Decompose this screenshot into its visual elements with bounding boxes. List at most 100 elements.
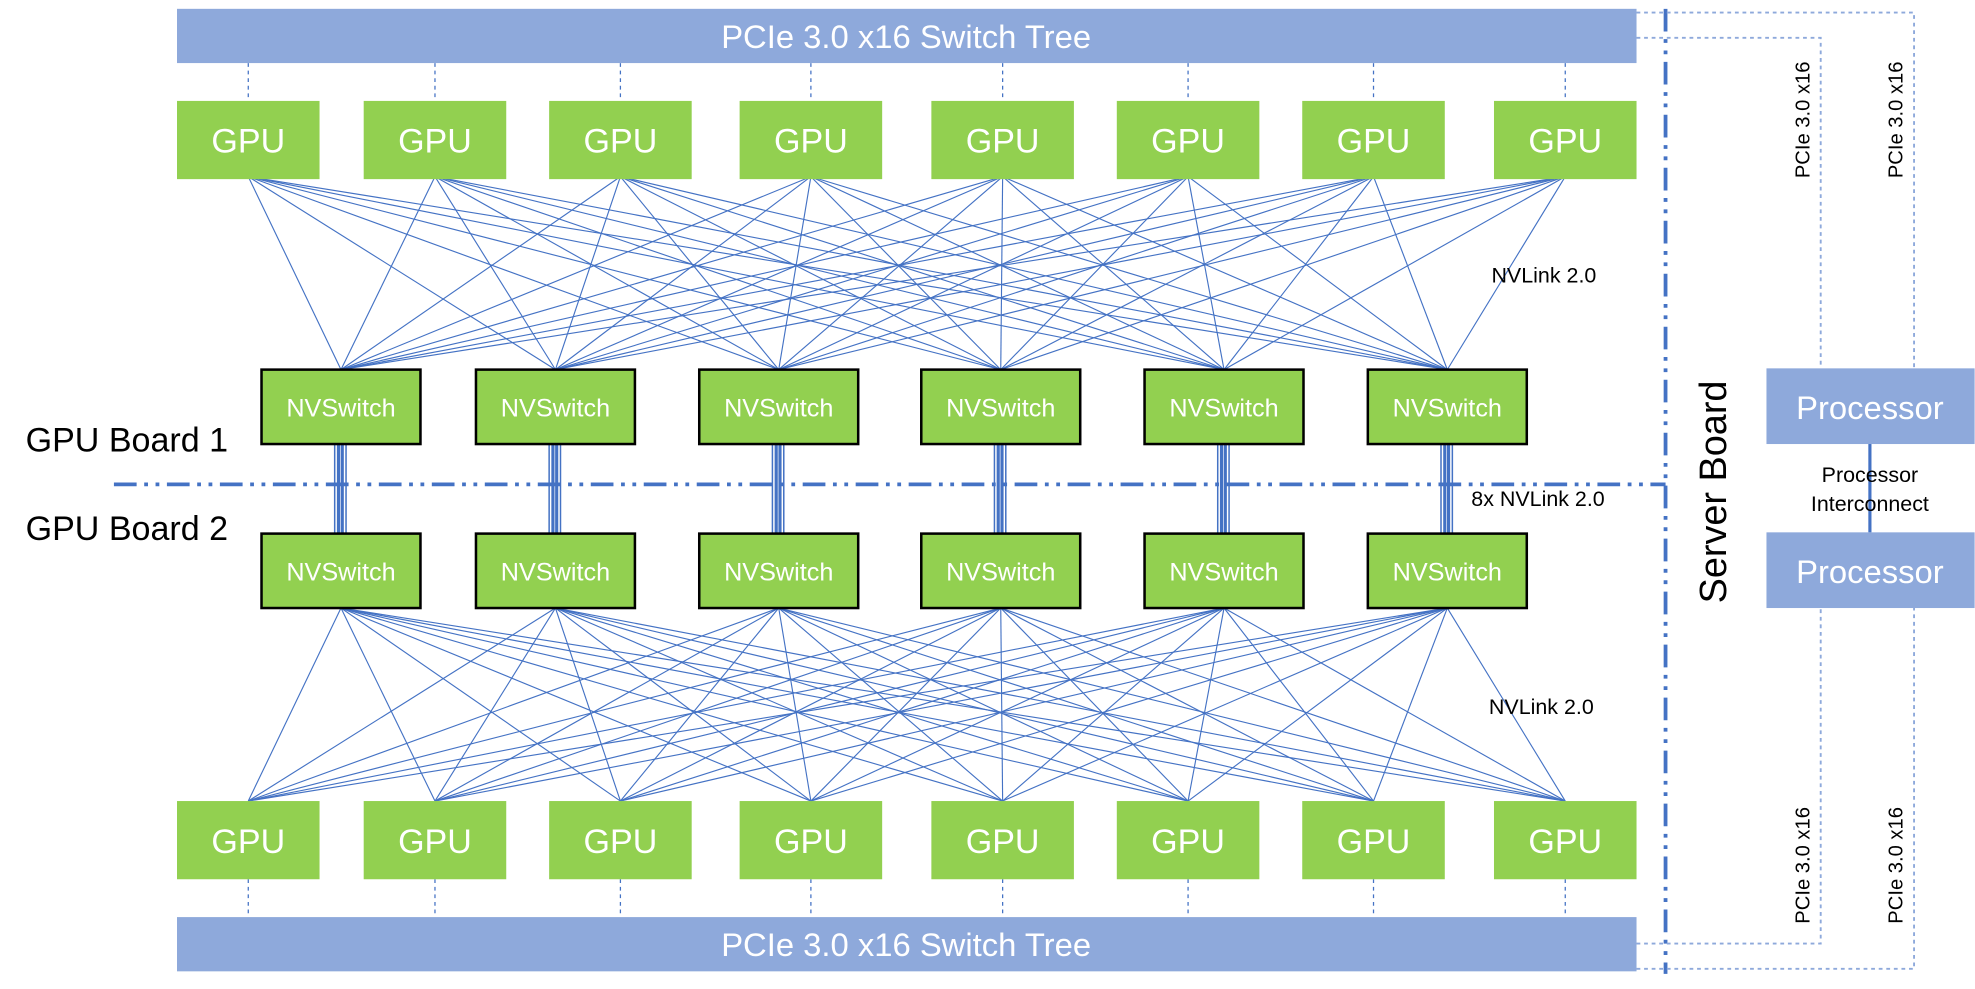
- board2-label: GPU Board 2: [26, 510, 229, 548]
- nvlink-line: [1000, 607, 1566, 802]
- gpu: GPU: [739, 801, 883, 880]
- nvlink-line: [620, 176, 1002, 371]
- pcie-link-label: PCIe 3.0 x16: [1886, 807, 1908, 924]
- gpu-label: GPU: [1151, 823, 1225, 861]
- processor-top: Processor: [1766, 368, 1975, 445]
- nvlink-line: [810, 176, 1448, 371]
- nvswitch: NVSwitch: [474, 532, 637, 610]
- switch-tree-top-label: PCIe 3.0 x16 Switch Tree: [721, 18, 1091, 55]
- nvlink-line: [778, 176, 1189, 371]
- gpu: GPU: [931, 100, 1074, 180]
- interconnect-label-line1: Processor: [1822, 463, 1919, 487]
- switch-tree-bottom-label: PCIe 3.0 x16 Switch Tree: [721, 926, 1091, 963]
- nvswitch-label: NVSwitch: [1393, 558, 1502, 586]
- nvlink-line: [248, 607, 1448, 802]
- gpu: GPU: [931, 801, 1074, 880]
- nvlink-line: [434, 607, 780, 802]
- processor-bottom-label: Processor: [1796, 553, 1944, 590]
- nvlink-line: [340, 176, 812, 371]
- gpu-label: GPU: [1337, 823, 1411, 861]
- nvlink-line: [340, 607, 1374, 802]
- gpu: GPU: [1116, 801, 1260, 880]
- nvlink-line: [434, 607, 1001, 802]
- nvlink-line: [555, 607, 1003, 802]
- nvlink-line: [620, 607, 1002, 802]
- nvlink-line: [340, 607, 1566, 802]
- nvlink-line: [555, 176, 1003, 371]
- gpu-label: GPU: [584, 823, 658, 861]
- nvlink-line: [1000, 176, 1374, 371]
- nvlink-line: [554, 607, 621, 802]
- nvlink-line: [1223, 176, 1566, 371]
- nvlink-line: [555, 176, 812, 371]
- nvlink-line: [434, 607, 556, 802]
- nvlink-line: [434, 176, 556, 370]
- nvlink-line: [340, 176, 621, 371]
- nvlink-line: [555, 176, 1566, 371]
- nvlink-line: [434, 176, 1001, 371]
- nvlink-line: [810, 176, 1225, 371]
- nvswitch-label: NVSwitch: [1393, 394, 1502, 422]
- nvlink-line: [248, 176, 1001, 371]
- processor-top-label: Processor: [1796, 389, 1944, 426]
- nvlink-line: [778, 607, 1004, 802]
- nvlink-line: [434, 176, 780, 371]
- nvlink-line: [1446, 176, 1566, 370]
- nvlink-line: [1223, 607, 1374, 802]
- nvlink-line: [1187, 176, 1225, 370]
- nvswitch: NVSwitch: [697, 532, 860, 610]
- gpu-label: GPU: [966, 123, 1040, 161]
- gpu-label: GPU: [211, 123, 285, 161]
- nvlink-line: [340, 176, 1374, 371]
- pcie-drop-lines: [247, 63, 1566, 918]
- nvswitch: NVSwitch: [920, 532, 1082, 610]
- nvswitch: NVSwitch: [260, 532, 422, 610]
- nvlink-line: [340, 176, 1566, 371]
- gpu-label: GPU: [1151, 123, 1225, 161]
- nvlink-line: [555, 607, 812, 802]
- nvlink-line: [620, 176, 1225, 371]
- gpu-row-bottom: GPU GPU GPU GPU GPU GPU GPU GPU: [176, 801, 1637, 880]
- nvswitch-label: NVSwitch: [724, 394, 833, 422]
- nvlink-line: [810, 607, 1002, 802]
- nvlink-line: [555, 607, 1189, 802]
- gpu: GPU: [1302, 801, 1445, 880]
- nvlink-line: [1446, 607, 1566, 802]
- nvswitch-label: NVSwitch: [1169, 394, 1278, 422]
- nvlink-line: [248, 607, 1001, 802]
- nvlink-line: [810, 176, 1002, 371]
- pcie-link-label: PCIe 3.0 x16: [1792, 62, 1814, 179]
- nvswitch-row-board2: NVSwitch NVSwitch NVSwitch NVSwitch NVSwitch…: [260, 532, 1529, 610]
- nvlink-line: [778, 176, 1374, 371]
- gpu-label: GPU: [398, 823, 472, 861]
- gpu-label: GPU: [1528, 823, 1602, 861]
- nvlink-line: [248, 176, 1448, 371]
- nvlink-line: [778, 607, 1189, 802]
- nvlink-line: [247, 607, 556, 802]
- interconnect-label-line2: Interconnect: [1811, 492, 1929, 516]
- nvlink-line: [778, 176, 1004, 371]
- nvlink-top-label: NVLink 2.0: [1491, 264, 1596, 288]
- nvlink-line: [555, 607, 1566, 802]
- nvlink-line: [554, 176, 621, 370]
- nvlink-line: [1002, 176, 1225, 371]
- nvlink-line: [619, 607, 780, 802]
- nvlink-line: [1372, 176, 1448, 370]
- nvlink-bottom-label: NVLink 2.0: [1489, 695, 1594, 719]
- nvswitch-label: NVSwitch: [286, 394, 395, 422]
- nvlink-line: [1000, 607, 1189, 802]
- nvlink-line: [247, 176, 556, 371]
- nvlink-line: [434, 176, 1225, 371]
- nvlink-line: [620, 607, 1225, 802]
- gpu-label: GPU: [1337, 123, 1411, 161]
- nvlink-line: [778, 607, 1374, 802]
- nvlink-line: [619, 176, 780, 370]
- gpu: GPU: [176, 801, 320, 880]
- processor-bottom: Processor: [1766, 532, 1975, 609]
- nvlink-line: [340, 607, 436, 802]
- nvlink-line: [1000, 607, 1374, 802]
- gpu-label: GPU: [966, 823, 1040, 861]
